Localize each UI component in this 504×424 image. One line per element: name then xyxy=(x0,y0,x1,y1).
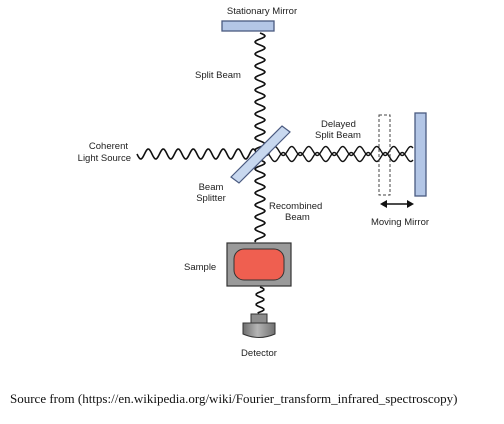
moving-mirror-label: Moving Mirror xyxy=(371,217,429,228)
coherent-label-1: Coherent xyxy=(89,141,128,152)
stationary-mirror xyxy=(221,20,275,32)
recombined-label-2: Beam xyxy=(285,212,310,223)
beam-splitter-label-2: Splitter xyxy=(196,193,226,204)
recombined-label-1: Recombined xyxy=(269,201,322,212)
delayed-beam-label-2: Split Beam xyxy=(315,130,361,141)
beam-splitter xyxy=(230,125,291,184)
split-beam-wave xyxy=(254,32,266,151)
incoming-light-wave xyxy=(136,148,259,160)
beam-splitter-label-1: Beam xyxy=(199,182,224,193)
moving-mirror-alt-position xyxy=(378,114,391,196)
coherent-label-2: Light Source xyxy=(78,153,131,164)
detector-icon xyxy=(242,313,276,338)
delayed-beam-wave-b xyxy=(261,151,414,163)
moving-mirror xyxy=(414,112,427,197)
sample-label: Sample xyxy=(184,262,216,273)
split-beam-label: Split Beam xyxy=(195,70,241,81)
detector-label: Detector xyxy=(241,348,277,359)
stationary-mirror-label: Stationary Mirror xyxy=(227,6,297,17)
source-caption: Source from (https://en.wikipedia.org/wi… xyxy=(10,391,458,406)
recombined-beam-wave xyxy=(254,159,266,243)
sample-to-detector-wave xyxy=(255,286,265,314)
delayed-beam-label-1: Delayed xyxy=(321,119,356,130)
sample-content xyxy=(233,248,285,281)
double-headed-arrow-icon xyxy=(380,200,414,208)
